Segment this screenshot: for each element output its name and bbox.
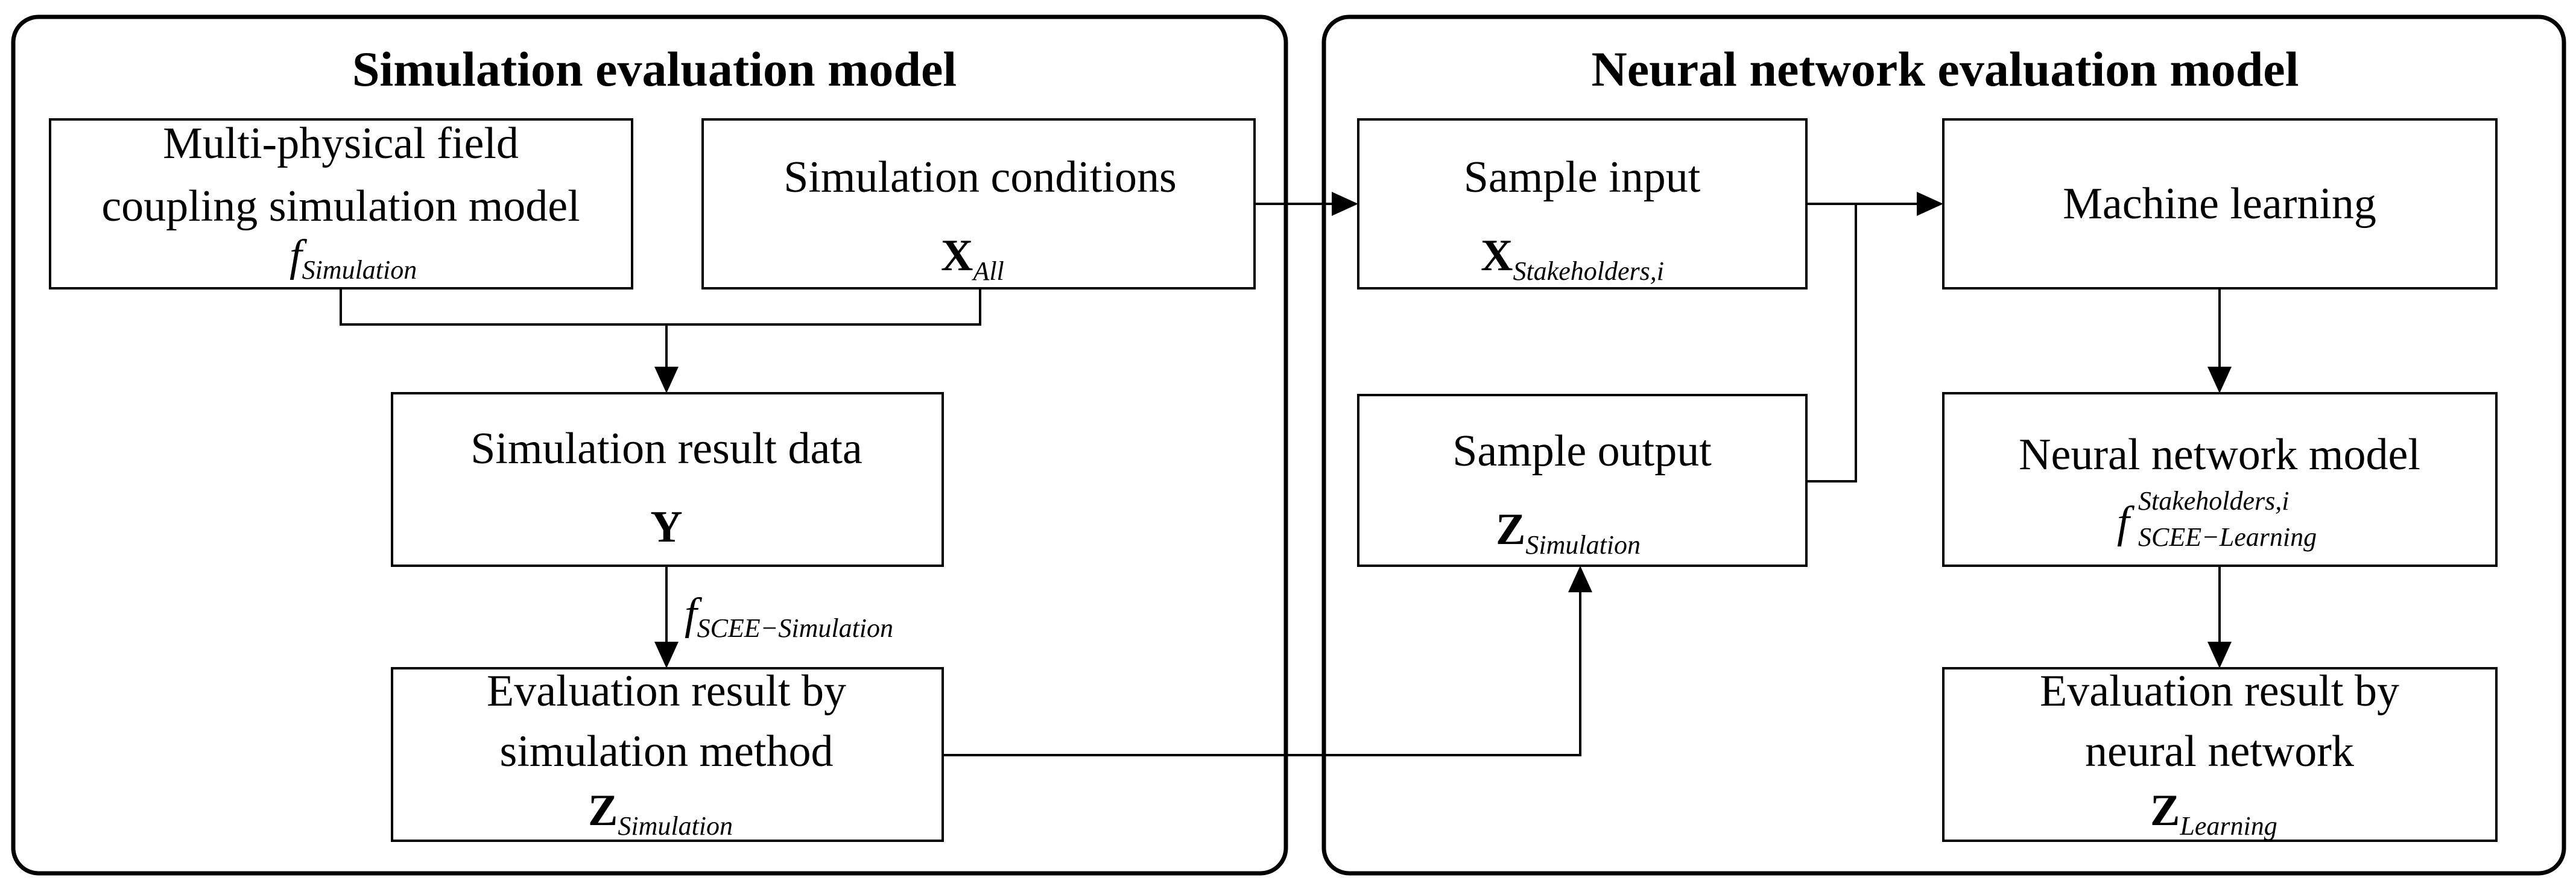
arrowhead-to-eval-nn bbox=[2207, 642, 2232, 668]
panel-neural-network-evaluation bbox=[1321, 14, 2566, 876]
arrowhead-to-sim-result bbox=[654, 367, 679, 393]
box-symbol: XStakeholders,i bbox=[1481, 231, 1664, 286]
box-neural-network-model: Neural network model f Stakeholders,i SC… bbox=[1942, 392, 2498, 567]
arrowhead-to-nn-model bbox=[2207, 367, 2232, 393]
box-label-line1: Evaluation result by bbox=[487, 666, 846, 716]
box-label-line2: simulation method bbox=[500, 727, 834, 776]
box-evaluation-by-neural-network: Evaluation result by neural network ZLea… bbox=[1942, 666, 2498, 842]
box-superscript: Stakeholders,i bbox=[2138, 486, 2290, 516]
box-evaluation-by-simulation: Evaluation result by simulation method Z… bbox=[391, 666, 944, 842]
box-symbol: ZLearning bbox=[2150, 786, 2277, 841]
box-symbol: ZSimulation bbox=[1496, 505, 1641, 560]
panel-title-neural: Neural network evaluation model bbox=[1592, 42, 2299, 96]
box-coupling-simulation-model: Multi-physical field coupling simulation… bbox=[49, 118, 633, 289]
box-symbol: ZSimulation bbox=[588, 786, 733, 841]
panel-title-simulation: Simulation evaluation model bbox=[352, 42, 957, 96]
box-symbol: Y bbox=[650, 502, 682, 552]
box-simulation-result-data: Simulation result data Y bbox=[391, 392, 944, 567]
box-sample-output: Sample output ZSimulation bbox=[1357, 394, 1808, 567]
connector-eval-to-sample-output bbox=[943, 590, 1581, 756]
box-simulation-conditions: Simulation conditions XAll bbox=[701, 118, 1256, 289]
arrow-label-scee-simulation: fSCEE−Simulation bbox=[685, 589, 893, 643]
arrowhead-to-sample-output bbox=[1568, 566, 1592, 592]
box-label-line1: Simulation conditions bbox=[783, 153, 1177, 202]
box-label-line1: Multi-physical field bbox=[163, 119, 519, 168]
box-symbol: fSimulation bbox=[290, 231, 417, 285]
box-label-line1: Neural network model bbox=[2019, 430, 2420, 479]
box-sample-input: Sample input XStakeholders,i bbox=[1357, 118, 1808, 289]
box-label-line1: Evaluation result by bbox=[2040, 666, 2399, 716]
box-label-line1: Simulation result data bbox=[470, 424, 862, 473]
box-label-line2: neural network bbox=[2085, 727, 2354, 776]
box-label-line1: Machine learning bbox=[2063, 179, 2376, 229]
panel-simulation-evaluation bbox=[11, 14, 1288, 876]
box-label-line1: Sample input bbox=[1464, 153, 1701, 202]
connectors bbox=[340, 192, 2232, 756]
arrowhead-to-eval-sim bbox=[654, 642, 679, 668]
arrowhead-to-machine-learning bbox=[1917, 192, 1943, 216]
box-label-line1: Sample output bbox=[1452, 426, 1712, 476]
box-subscript: SCEE−Learning bbox=[2138, 522, 2317, 552]
box-machine-learning: Machine learning bbox=[1942, 118, 2498, 289]
box-symbol: XAll bbox=[941, 231, 1004, 286]
connector-sample-output-right bbox=[1806, 204, 1857, 482]
connector-inputs-to-result bbox=[340, 288, 981, 326]
arrowhead-to-sample-input bbox=[1332, 192, 1358, 216]
box-label-line2: coupling simulation model bbox=[101, 182, 580, 231]
